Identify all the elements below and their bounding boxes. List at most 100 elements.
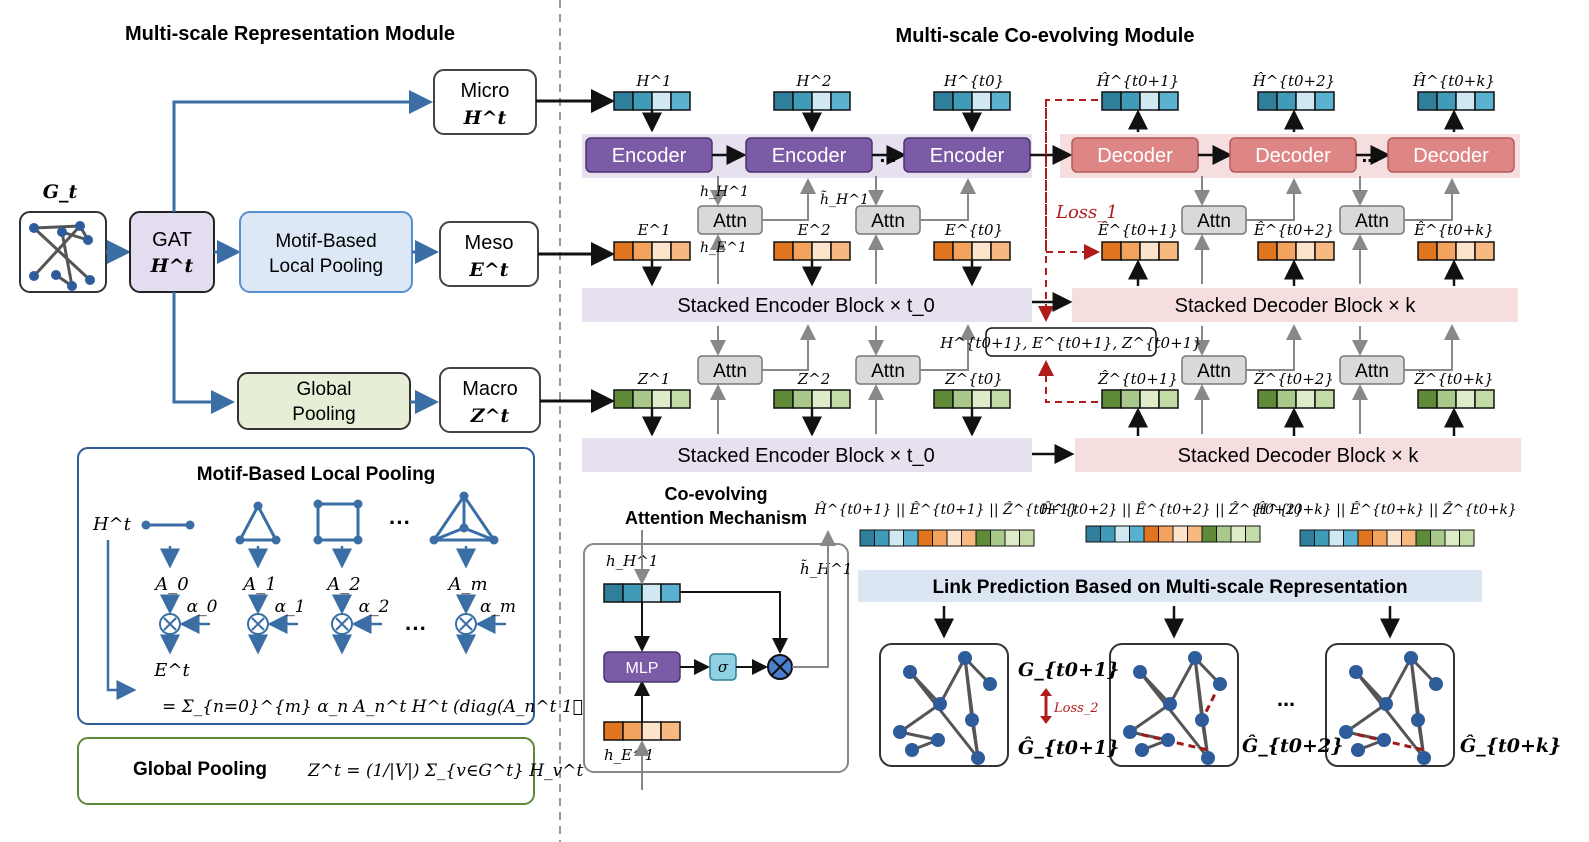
output-graph — [1109, 643, 1239, 767]
motif-output-symbol: E^t — [153, 660, 190, 681]
micro-symbol: H^t — [463, 107, 507, 129]
concat-label: Ĥ^{t0+2} || Ê^{t0+2} || Ẑ^{t0+2} — [1040, 500, 1304, 518]
motif-columns: A_0α_0 A_1α_1 A_2α_2 A_mα_m — [153, 546, 516, 655]
e-out-label: Ê^{t0+k} — [1413, 221, 1494, 239]
z-in-vector — [933, 389, 1011, 409]
stacked-decoder-1-label: Stacked Decoder Block × k — [1175, 295, 1417, 317]
z-in-label: Z^2 — [797, 370, 831, 388]
motif-pooling-box — [239, 211, 413, 293]
output-graph — [1325, 643, 1455, 767]
coevolve-hH-tilde: h̃_H^1 — [800, 560, 852, 578]
e-out-label: Ê^{t0+2} — [1253, 221, 1334, 239]
input-graph-label: G_t — [43, 181, 78, 203]
meso-label: Meso — [465, 232, 514, 254]
coevolve-hH: h_H^1 — [606, 552, 658, 570]
h-in-label: H^{t0} — [943, 72, 1004, 90]
e-in-label: E^1 — [636, 221, 670, 239]
macro-label: Macro — [462, 378, 518, 400]
loss1-label: Loss_1 — [1055, 202, 1118, 223]
mlp-label: MLP — [626, 660, 659, 677]
input-graph — [19, 211, 107, 293]
gat-output-symbol: H^t — [150, 255, 194, 277]
motif-column: A_0α_0 — [153, 546, 218, 655]
attn-label: Attn — [871, 361, 905, 382]
mid-state-box — [985, 327, 1157, 357]
motif-panel-title: Motif-Based Local Pooling — [197, 464, 436, 485]
z-in-vector — [773, 389, 851, 409]
multiply-icon — [767, 654, 793, 680]
concat-vector — [1085, 525, 1261, 543]
output-graph — [879, 643, 1009, 767]
attn-hH-tilde-label: h̃_H^1 — [820, 190, 869, 208]
motif-column: A_1α_1 — [241, 546, 305, 655]
g-hat-k-label: Ĝ_{t0+k} — [1460, 734, 1561, 757]
z-out-label: Ẑ^{t0+1} — [1097, 370, 1178, 388]
stacked-decoder-2-label: Stacked Decoder Block × k — [1178, 445, 1420, 467]
h-out-label: Ĥ^{t0+2} — [1252, 72, 1335, 90]
stacked-decoder-1 — [1072, 288, 1518, 322]
motif-column: A_2α_2 — [325, 546, 389, 655]
h-out-vector — [1417, 91, 1495, 111]
loss2-arrow — [1040, 688, 1052, 724]
attn-label: Attn — [713, 211, 747, 232]
motif-a-label: A_1 — [241, 574, 276, 595]
motif-shapes — [146, 493, 497, 542]
motif-a-label: A_0 — [153, 574, 188, 595]
macro-symbol: Z^t — [470, 405, 510, 427]
motif-dots: ··· — [389, 510, 411, 535]
e-in-label: E^2 — [796, 221, 830, 239]
motif-panel — [77, 447, 535, 725]
e-out-vector — [1101, 241, 1179, 261]
z-out-vector — [1101, 389, 1179, 409]
encoder-label: Encoder — [612, 145, 687, 167]
coevolve-e-vector — [603, 721, 681, 741]
encoder-label: Encoder — [930, 145, 1005, 167]
h-in-vector — [933, 91, 1011, 111]
z-out-vector — [1417, 389, 1495, 409]
h-out-vector — [1257, 91, 1335, 111]
meso-symbol: E^t — [468, 259, 508, 281]
e-out-label: Ê^{t0+1} — [1097, 221, 1178, 239]
gat-box — [129, 211, 215, 293]
encoder-dots: ... — [880, 145, 897, 167]
decoder-label: Decoder — [1097, 145, 1173, 167]
motif-a-label: A_2 — [325, 574, 360, 595]
gat-label: GAT — [152, 229, 192, 251]
attn-label: Attn — [871, 211, 905, 232]
z-out-label: Ẑ^{t0+k} — [1413, 370, 1493, 388]
stacked-encoder-2 — [582, 438, 1032, 472]
concat-label: Ĥ^{t0+1} || Ê^{t0+1} || Ẑ^{t0+1} — [814, 500, 1078, 518]
sigma-label: σ — [718, 658, 729, 676]
attn-hE-label: h_E^1 — [700, 240, 747, 256]
decoder-label: Decoder — [1413, 145, 1489, 167]
decoder-label: Decoder — [1255, 145, 1331, 167]
h-in-label: H^1 — [635, 72, 671, 90]
e-in-label: E^{t0} — [944, 221, 1003, 239]
global-panel-formula: Z^t = (1/|V|) Σ_{v∈G^t} H_v^t — [307, 761, 583, 781]
global-panel — [77, 737, 535, 805]
decoder-block — [1387, 137, 1515, 173]
z-in-label: Z^1 — [637, 370, 671, 388]
g-true-label: G_{t0+1} — [1018, 659, 1119, 681]
mid-state-label: H^{t0+1}, E^{t0+1}, Z^{t0+1} — [939, 334, 1202, 352]
coevolve-h-vector — [603, 583, 681, 603]
e-out-vector — [1417, 241, 1495, 261]
out-graph-dots: ... — [1277, 686, 1295, 711]
loss2-label: Loss_2 — [1053, 701, 1099, 716]
e-in-vector — [933, 241, 1011, 261]
motif-alpha-label: α_m — [480, 597, 516, 617]
h-in-label: H^2 — [795, 72, 831, 90]
attn-label: Attn — [1355, 361, 1389, 382]
attn-label: Attn — [1197, 211, 1231, 232]
motif-a-label: A_m — [446, 574, 487, 595]
link-pred-label: Link Prediction Based on Multi-scale Rep… — [932, 577, 1407, 598]
motif-column: A_mα_m — [446, 546, 516, 655]
decoder-dots: ... — [1362, 145, 1379, 167]
concat-label: Ĥ^{t0+k} || Ê^{t0+k} || Ẑ^{t0+k} — [1254, 500, 1517, 518]
motif-input-symbol: H^t — [92, 514, 132, 535]
e-in-vector — [613, 241, 691, 261]
g-hat-1-label: Ĝ_{t0+1} — [1018, 736, 1119, 759]
h-in-vector — [773, 91, 851, 111]
